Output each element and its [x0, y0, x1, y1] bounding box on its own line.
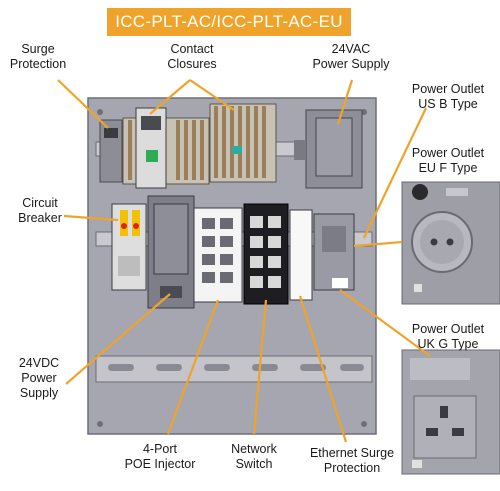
label-circuit-breaker: Circuit Breaker	[18, 196, 62, 225]
leader-poe-injector	[166, 299, 220, 435]
leader-uk-g	[339, 289, 431, 357]
leader-network-switch	[252, 299, 268, 435]
page-title: ICC-PLT-AC/ICC-PLT-AC-EU	[107, 8, 351, 36]
leader-ethernet-surge	[298, 295, 348, 443]
label-poe-injector: 4-Port POE Injector	[124, 442, 196, 471]
network-switch-module	[243, 203, 289, 305]
leader-24vac	[336, 79, 354, 125]
label-outlet-uk-g: Power Outlet UK G Type	[411, 322, 485, 351]
label-contact-closures: Contact Closures	[167, 42, 217, 71]
label-outlet-us-b: Power Outlet US B Type	[411, 82, 485, 111]
leader-eu-f	[353, 240, 403, 248]
terminal-blocks-right	[209, 103, 277, 183]
leader-24vdc	[65, 293, 171, 385]
leader-lines	[57, 79, 431, 443]
leader-contact-closures-a	[149, 79, 191, 115]
leader-us-b	[363, 107, 427, 239]
label-24vac-power-supply: 24VAC Power Supply	[312, 42, 390, 71]
label-outlet-eu-f: Power Outlet EU F Type	[411, 146, 485, 175]
eu-f-outlet-photo	[401, 181, 500, 305]
leader-circuit-breaker	[63, 214, 119, 222]
mount-hole	[97, 109, 103, 115]
label-network-switch: Network Switch	[231, 442, 277, 471]
mount-hole	[361, 421, 367, 427]
ethernet-surge-module	[289, 209, 313, 301]
leader-surge-protection	[57, 79, 109, 129]
mount-hole	[97, 421, 103, 427]
leader-contact-closures-b	[189, 79, 235, 111]
label-surge-protection: Surge Protection	[9, 42, 67, 71]
label-24vdc-power-supply: 24VDC Power Supply	[18, 356, 60, 400]
poe-injector-module	[193, 207, 243, 303]
uk-g-outlet-photo	[401, 349, 500, 475]
circuit-breaker-module	[111, 203, 147, 291]
din-rail-bottom	[95, 355, 373, 383]
label-ethernet-surge: Ethernet Surge Protection	[309, 446, 395, 475]
